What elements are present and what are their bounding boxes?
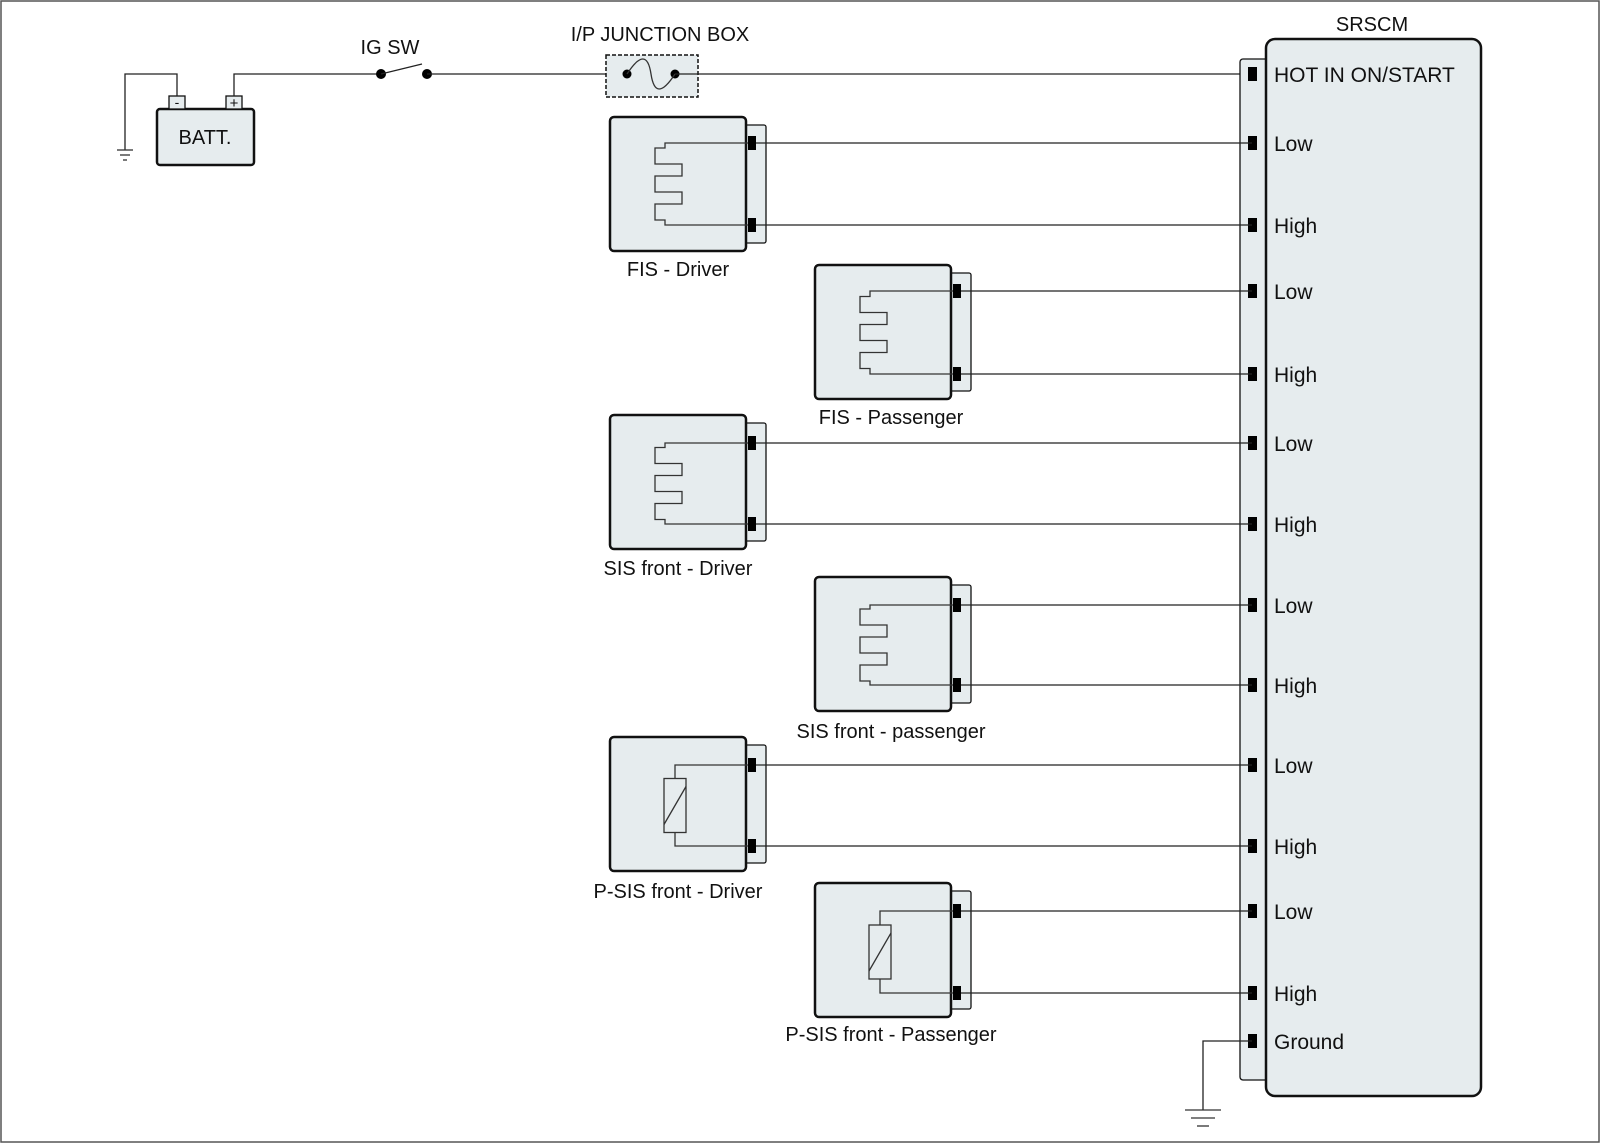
srscm-pin-label: HOT IN ON/START xyxy=(1274,64,1455,87)
srscm-pin-terminal xyxy=(1248,284,1257,298)
srscm-pin-terminal xyxy=(1248,218,1257,232)
battery: BATT. - + xyxy=(155,94,256,167)
srscm-pin-label: Low xyxy=(1274,901,1313,924)
pressure-sensor-icon xyxy=(868,910,953,994)
srscm-pin-label: Ground xyxy=(1274,1031,1344,1054)
airbag-module-label: FIS - Passenger xyxy=(819,407,964,429)
srscm-pin-label: Low xyxy=(1274,281,1313,304)
srscm-pin-terminal xyxy=(1248,904,1257,918)
srscm-pin-terminal xyxy=(1248,839,1257,853)
battery-label: BATT. xyxy=(179,127,232,149)
battery-positive-terminal: + xyxy=(230,95,239,112)
srscm-pin-terminal xyxy=(1248,136,1257,150)
srscm-pin-terminal xyxy=(1248,598,1257,612)
srscm-pin-label: Low xyxy=(1274,433,1313,456)
airbag-module-label: FIS - Driver xyxy=(627,259,730,281)
airbag-module: SIS front - passenger xyxy=(797,575,1252,743)
airbag-module: SIS front - Driver xyxy=(604,413,1252,580)
squib-icon xyxy=(654,142,748,226)
airbag-module-label: P-SIS front - Passenger xyxy=(785,1024,997,1046)
airbag-module: P-SIS front - Driver xyxy=(594,735,1252,903)
ip-junction-box: I/P JUNCTION BOX xyxy=(571,24,750,98)
srscm-pin-terminal xyxy=(1248,367,1257,381)
srscm-ground-icon xyxy=(1185,1109,1221,1127)
ignition-switch-label: IG SW xyxy=(361,37,420,59)
srscm-pin-terminal xyxy=(1248,67,1257,81)
airbag-module-label: SIS front - passenger xyxy=(797,721,986,743)
squib-icon xyxy=(859,290,953,375)
srscm-pin-label: High xyxy=(1274,364,1317,387)
srscm-pin-terminal xyxy=(1248,678,1257,692)
junction-box-label: I/P JUNCTION BOX xyxy=(571,24,750,46)
airbag-module: FIS - Driver xyxy=(608,115,1252,281)
srscm-pin-terminal xyxy=(1248,436,1257,450)
srscm-pin-label: High xyxy=(1274,215,1317,238)
battery-negative-terminal: - xyxy=(175,94,180,110)
srscm-pin-terminal xyxy=(1248,758,1257,772)
squib-icon xyxy=(859,604,953,686)
srscm-pin-label: High xyxy=(1274,836,1317,859)
airbag-module: FIS - Passenger xyxy=(813,263,1252,429)
srscm-pin-terminal xyxy=(1248,1034,1257,1048)
airbag-module-label: P-SIS front - Driver xyxy=(594,881,763,903)
srscm-pin-terminal xyxy=(1248,517,1257,531)
srscm-module: SRSCM HOT IN ON/STARTLowHighLowHighLowHi… xyxy=(1239,14,1483,1098)
srscm-pin-label: Low xyxy=(1274,133,1313,156)
srscm-pin-label: Low xyxy=(1274,755,1313,778)
ground-icon xyxy=(117,149,133,161)
airbag-module: P-SIS front - Passenger xyxy=(785,881,1252,1046)
srscm-pin-label: High xyxy=(1274,514,1317,537)
srscm-label: SRSCM xyxy=(1336,14,1408,36)
squib-icon xyxy=(654,442,748,525)
srscm-pin-terminal xyxy=(1248,986,1257,1000)
srscm-pin-label: Low xyxy=(1274,595,1313,618)
pressure-sensor-icon xyxy=(663,764,748,847)
fuse-icon xyxy=(626,58,676,90)
srscm-pin-label: High xyxy=(1274,983,1317,1006)
ignition-switch: IG SW xyxy=(361,37,432,79)
airbag-module-label: SIS front - Driver xyxy=(604,558,753,580)
srscm-pin-label: High xyxy=(1274,675,1317,698)
